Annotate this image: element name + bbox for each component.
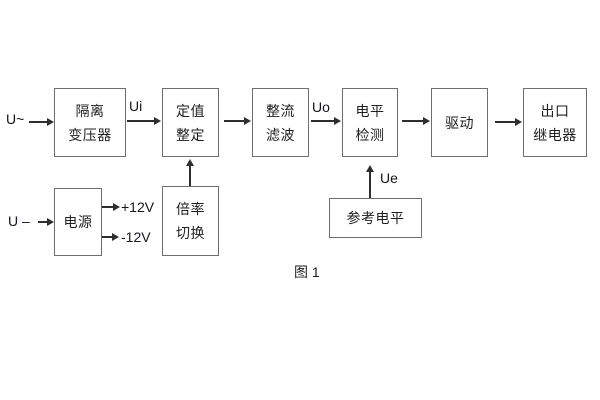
block-output-relay: 出口 继电器 [523, 88, 587, 157]
arrow-ui-isolation-to-setting [127, 116, 161, 126]
arrow-shaft [127, 120, 155, 122]
arrow-head-icon [423, 116, 430, 125]
signal-label-plus12v: +12V [121, 199, 155, 215]
block-label-line: 驱动 [445, 114, 474, 131]
arrow-head-icon [154, 116, 161, 125]
block-label-line: 定值 [176, 102, 205, 119]
signal-label-input-dc: U – [8, 213, 30, 229]
figure-caption: 图 1 [294, 264, 320, 280]
block-setting-adjust: 定值 整定 [162, 88, 219, 157]
signal-label-ui: Ui [129, 98, 143, 114]
arrow-shaft [402, 120, 424, 122]
signal-label-minus12v: -12V [121, 229, 151, 245]
arrow-shaft [102, 236, 113, 238]
block-power-supply: 电源 [54, 188, 102, 256]
arrow-head-icon [47, 217, 54, 226]
block-label-line: 倍率 [176, 201, 205, 217]
block-isolation-transformer: 隔离 变压器 [54, 88, 126, 157]
arrow-shaft [495, 121, 516, 123]
block-label-line: 变压器 [68, 126, 112, 143]
block-ratio-switch: 倍率 切换 [162, 186, 219, 256]
arrow-ue-reference-to-level [364, 165, 376, 198]
block-label-line: 整流 [266, 102, 295, 119]
arrow-head-icon [515, 117, 522, 126]
arrow-power-plus12v [102, 202, 120, 212]
arrow-head-icon [113, 202, 120, 211]
arrow-head-icon [185, 159, 194, 166]
arrow-shaft [311, 120, 335, 122]
arrow-head-icon [334, 116, 341, 125]
arrow-head-icon [365, 165, 374, 172]
arrow-drive-to-relay [495, 117, 522, 127]
arrow-shaft [29, 121, 48, 123]
arrow-shaft [189, 165, 191, 186]
block-reference-level: 参考电平 [329, 198, 422, 238]
signal-label-uo: Uo [312, 99, 330, 115]
arrow-shaft [224, 120, 245, 122]
block-label-line: 出口 [540, 102, 570, 119]
arrow-input-ac-to-isolation [29, 117, 54, 127]
signal-label-input-ac: U~ [6, 111, 25, 127]
arrow-level-to-drive [402, 116, 430, 126]
arrow-head-icon [244, 116, 251, 125]
arrow-input-dc-to-power [38, 217, 54, 227]
block-label-line: 参考电平 [346, 210, 405, 226]
arrow-shaft [102, 206, 114, 208]
block-label-line: 隔离 [75, 102, 105, 119]
block-label-line: 继电器 [533, 126, 577, 143]
arrow-head-icon [47, 117, 54, 126]
block-label-line: 整定 [176, 126, 205, 143]
block-label-line: 检测 [355, 126, 385, 143]
arrow-uo-rectifier-to-level [311, 116, 341, 126]
block-label-line: 电源 [63, 214, 93, 230]
arrow-power-minus12v [102, 232, 119, 242]
block-label-line: 电平 [355, 102, 385, 119]
arrow-shaft [38, 221, 48, 223]
signal-label-ue: Ue [380, 170, 398, 186]
arrow-shaft [369, 171, 371, 198]
block-drive: 驱动 [431, 88, 488, 157]
arrow-setting-to-rectifier [224, 116, 251, 126]
block-label-line: 切换 [176, 225, 205, 241]
arrow-ratio-switch-to-setting [184, 159, 196, 186]
block-level-detection: 电平 检测 [342, 88, 398, 157]
arrow-head-icon [112, 232, 119, 241]
block-label-line: 滤波 [266, 126, 295, 143]
block-rectifier-filter: 整流 滤波 [252, 88, 309, 157]
